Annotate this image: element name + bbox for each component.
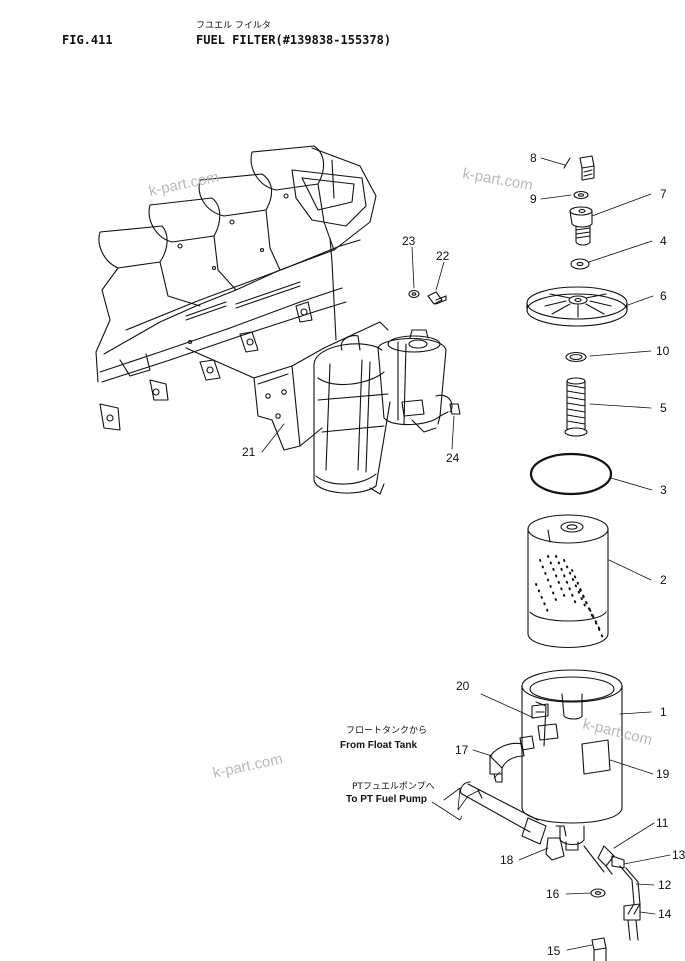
part-15-bolt xyxy=(591,937,607,961)
callout-4: 4 xyxy=(660,234,667,248)
part-8-bolt xyxy=(563,155,595,181)
part-3-gasket xyxy=(529,452,613,496)
part-7-center-bolt xyxy=(569,206,593,246)
title-japanese: フユエル フイルタ xyxy=(196,21,271,31)
part-17-elbow xyxy=(489,735,535,783)
callout-21: 21 xyxy=(242,445,256,459)
callout-2: 2 xyxy=(660,573,667,587)
callout-9: 9 xyxy=(530,192,537,206)
callout-13: 13 xyxy=(672,848,685,862)
callout-24: 24 xyxy=(446,451,460,465)
callout-1: 1 xyxy=(660,705,667,719)
callout-23: 23 xyxy=(402,234,416,248)
callout-8: 8 xyxy=(530,151,537,165)
watermark-4: k-part.com xyxy=(581,715,654,749)
callout-3: 3 xyxy=(660,483,667,497)
callout-16: 16 xyxy=(546,887,560,901)
callout-10: 10 xyxy=(656,344,670,358)
callout-6: 6 xyxy=(660,289,667,303)
figure-number: FIG.411 xyxy=(62,33,113,47)
part-18-fitting xyxy=(459,781,567,861)
leader-lines xyxy=(261,157,671,951)
callout-5: 5 xyxy=(660,401,667,415)
watermark-3: k-part.com xyxy=(211,751,284,782)
callout-12: 12 xyxy=(658,878,672,892)
part-6-cover xyxy=(526,286,628,327)
callout-15: 15 xyxy=(547,944,561,958)
watermark-2: k-part.com xyxy=(461,165,534,194)
callout-14: 14 xyxy=(658,907,672,921)
callout-19: 19 xyxy=(656,767,670,781)
note-float-tank-jp: フロートタンクから xyxy=(346,725,427,736)
part-9-washer xyxy=(573,190,589,200)
part-5-spring xyxy=(564,377,588,437)
note-pump-jp: PTフュエルポンプへ xyxy=(352,781,435,792)
callout-17: 17 xyxy=(455,743,469,757)
part-drain-assembly xyxy=(583,845,641,941)
note-float-tank: From Float Tank xyxy=(340,740,417,751)
callout-numbers: 1 2 3 4 5 6 7 8 9 10 11 12 13 14 15 16 1… xyxy=(242,151,685,958)
engine-manifold xyxy=(95,145,377,431)
callout-11: 11 xyxy=(656,816,669,830)
page-title: FUEL FILTER(#139838-155378) xyxy=(196,33,392,47)
callout-20: 20 xyxy=(456,679,470,693)
routing-notes: フロートタンクから From Float Tank PTフュエルポンプへ To … xyxy=(340,725,435,805)
part-hardware-22-23-24 xyxy=(408,289,461,425)
callout-7: 7 xyxy=(660,187,667,201)
callout-18: 18 xyxy=(500,853,514,867)
watermarks: k-part.com k-part.com k-part.com k-part.… xyxy=(147,165,654,782)
note-pump: To PT Fuel Pump xyxy=(346,794,427,805)
part-2-element xyxy=(527,514,609,648)
part-4-washer xyxy=(570,258,590,270)
assembled-filter xyxy=(185,321,453,495)
watermark-1: k-part.com xyxy=(147,169,220,200)
part-16-washer xyxy=(590,888,606,898)
part-1-case xyxy=(521,669,623,851)
callout-22: 22 xyxy=(436,249,450,263)
part-10-o-ring xyxy=(565,351,587,363)
